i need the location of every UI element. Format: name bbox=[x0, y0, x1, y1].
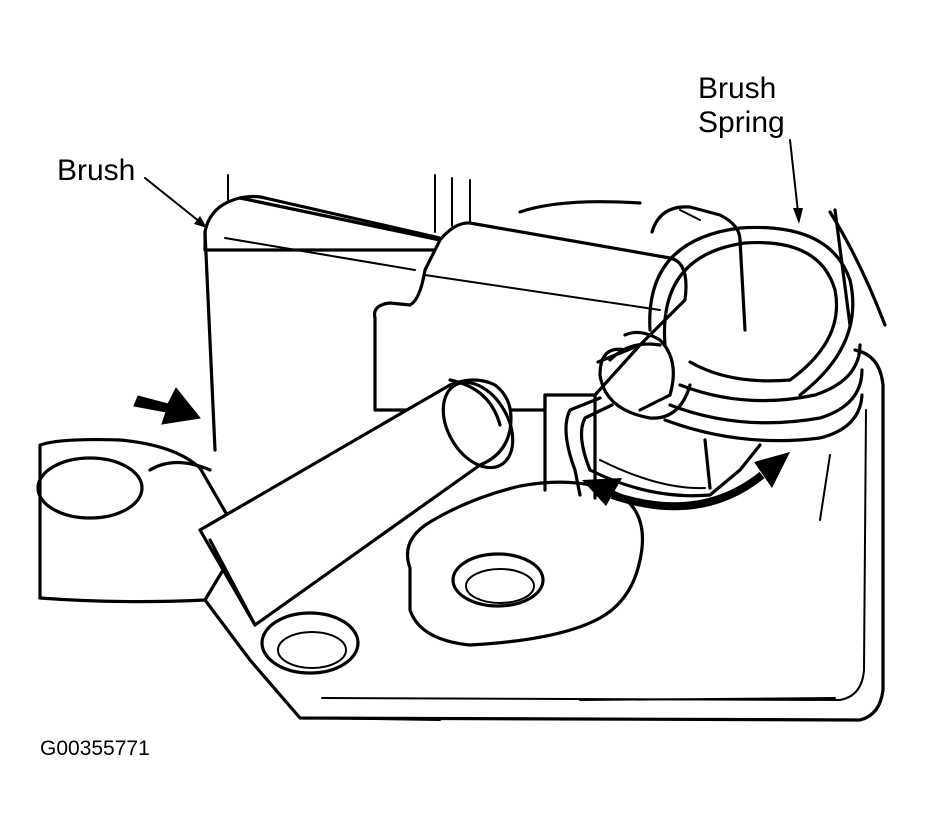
brush-face bbox=[372, 221, 688, 500]
mounting-tab bbox=[405, 480, 645, 647]
bold-arrow-right-icon bbox=[133, 387, 201, 425]
brush-spring-label: Brush Spring bbox=[698, 72, 785, 140]
brush-label: Brush bbox=[57, 154, 136, 187]
brush-spring-leader-line bbox=[789, 139, 803, 224]
lower-mounting-hole bbox=[260, 611, 360, 675]
figure-code: G00355771 bbox=[40, 737, 150, 760]
brush-spring-coil bbox=[598, 225, 864, 443]
brush-leader-line bbox=[144, 177, 207, 228]
brush-block bbox=[203, 174, 471, 452]
spring-arm bbox=[564, 330, 762, 498]
spring-housing bbox=[518, 200, 887, 332]
left-terminal-lug bbox=[36, 456, 212, 520]
curved-double-arrow-icon bbox=[582, 452, 790, 511]
brush-spring-label-line1: Brush bbox=[698, 72, 777, 105]
brush-spring-label-line2: Spring bbox=[698, 106, 785, 139]
brush-lead-wire bbox=[198, 378, 515, 627]
